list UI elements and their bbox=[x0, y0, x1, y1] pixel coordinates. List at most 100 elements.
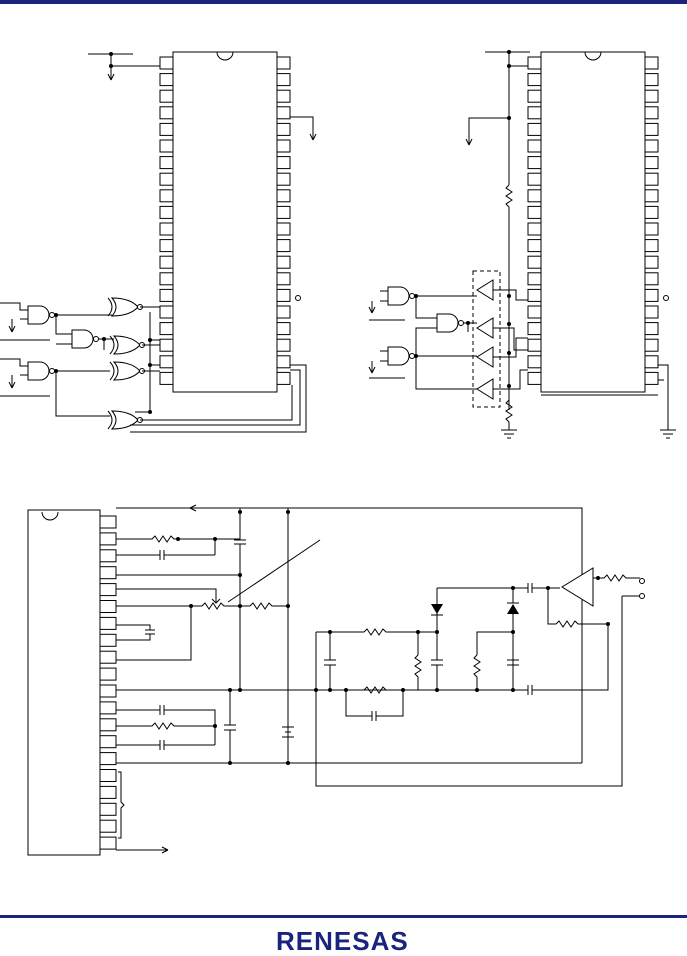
right-ic-left-pin bbox=[527, 272, 542, 286]
battery bbox=[282, 726, 294, 738]
left-ic-right-pin bbox=[276, 189, 291, 203]
right-ic-right-pin bbox=[644, 122, 659, 136]
bottom-ic-body bbox=[27, 509, 101, 856]
bottom-ic-pins bbox=[99, 515, 117, 850]
bottom-ic-pin bbox=[99, 752, 117, 766]
left-ic-left-pin bbox=[159, 222, 174, 236]
bottom-ic-pin bbox=[99, 769, 117, 782]
right-ic-right-pin bbox=[644, 355, 659, 369]
left-ic-right-pin bbox=[276, 56, 291, 70]
left-ic-right-pin bbox=[276, 371, 291, 385]
left-xor-3 bbox=[109, 361, 145, 381]
bottom-ic-pin bbox=[99, 785, 117, 799]
bottom-ic-pin bbox=[99, 802, 117, 816]
right-ic-right-pin bbox=[644, 272, 659, 286]
left-ic-left-pin bbox=[159, 322, 174, 336]
right-ic-right-pin bbox=[644, 371, 659, 385]
bottom-ic-pin bbox=[99, 532, 117, 546]
bottom-ic-pin bbox=[99, 701, 117, 715]
left-ic-left-pin bbox=[159, 255, 174, 269]
buffer-box bbox=[472, 270, 501, 408]
left-ic-left-pin bbox=[159, 139, 174, 153]
right-ic-body bbox=[540, 51, 646, 393]
diode-2 bbox=[507, 604, 519, 614]
right-ic-left-pin bbox=[527, 255, 542, 269]
right-ic-right-pin bbox=[644, 222, 659, 236]
input-resistor-1 bbox=[116, 535, 216, 555]
bottom-ic-pin bbox=[99, 515, 117, 529]
right-ic-left-pin bbox=[527, 73, 542, 87]
right-ic-left-pin bbox=[527, 139, 542, 153]
left-ic-right-pin bbox=[276, 272, 291, 286]
left-ic-left-pin bbox=[159, 355, 174, 369]
bottom-ic-pin bbox=[99, 583, 117, 597]
analog-input-circuit bbox=[27, 504, 645, 856]
pullup-resistor bbox=[505, 184, 513, 300]
left-ic-pins-right bbox=[276, 56, 291, 385]
buffer-2 bbox=[476, 317, 494, 339]
left-ic-left-pin bbox=[159, 338, 174, 352]
left-ic-left-pin bbox=[159, 56, 174, 70]
input-cap-1 bbox=[116, 550, 215, 560]
bottom-ic-pin bbox=[99, 616, 117, 630]
bottom-ic-pin bbox=[99, 684, 117, 698]
footer-rule bbox=[0, 915, 687, 918]
bottom-ic-pin bbox=[99, 549, 117, 563]
left-ic-right-pin bbox=[276, 255, 291, 269]
right-ic-left-pin bbox=[527, 122, 542, 136]
left-ic-left-pin bbox=[159, 172, 174, 186]
bottom-ic-pin bbox=[99, 650, 117, 664]
left-xor-4 bbox=[107, 410, 143, 430]
right-ic-right-pin bbox=[644, 338, 659, 352]
logo-text: RENESAS bbox=[276, 926, 409, 956]
left-gate-1 bbox=[27, 305, 55, 325]
right-ic-right-pin bbox=[644, 89, 659, 103]
right-gate-2 bbox=[436, 313, 464, 333]
left-ic-right-pin bbox=[276, 73, 291, 87]
right-gate-1 bbox=[387, 286, 415, 306]
left-ic-right-pin bbox=[276, 355, 291, 369]
right-ic-right-pin bbox=[644, 322, 659, 336]
left-gate-2 bbox=[27, 361, 55, 381]
potentiometer bbox=[190, 602, 288, 610]
right-ic-left-pin bbox=[527, 189, 542, 203]
right-counter-circuit bbox=[368, 50, 676, 439]
right-ic-left-pin bbox=[527, 89, 542, 103]
right-ic-left-pin bbox=[527, 222, 542, 236]
right-ic-left-pin bbox=[527, 156, 542, 170]
right-ic-right-pin bbox=[644, 288, 659, 302]
bottom-ic-pin bbox=[99, 566, 117, 580]
left-ic-right-pin bbox=[276, 106, 291, 120]
buffer-3 bbox=[476, 346, 494, 368]
right-ic-left-pin bbox=[527, 172, 542, 186]
header-rule bbox=[0, 0, 687, 4]
left-ic-left-pin bbox=[159, 288, 174, 302]
right-ic-right-pin bbox=[644, 205, 659, 219]
right-ic-right-pin bbox=[644, 139, 659, 153]
left-ic-right-pin bbox=[276, 139, 291, 153]
left-ic-left-pin bbox=[159, 156, 174, 170]
left-ic-right-pin bbox=[276, 156, 291, 170]
right-ic-right-pin bbox=[644, 189, 659, 203]
op-amp bbox=[561, 567, 594, 607]
left-ic-left-pin bbox=[159, 189, 174, 203]
diode-1 bbox=[431, 604, 443, 614]
bottom-ic-pin bbox=[99, 667, 117, 681]
buffer-1 bbox=[476, 279, 494, 301]
left-ic-left-pin bbox=[159, 73, 174, 87]
left-ic-right-pin bbox=[276, 222, 291, 236]
right-ic-left-pin bbox=[527, 106, 542, 120]
right-ic-left-pin bbox=[527, 239, 542, 253]
left-ic-right-pin bbox=[276, 89, 291, 103]
left-ic-right-pin bbox=[276, 322, 291, 336]
left-ic-right-pin bbox=[276, 205, 291, 219]
left-ic-left-pin bbox=[159, 371, 174, 385]
right-ic-left-pin bbox=[527, 288, 542, 302]
left-ic-left-pin bbox=[159, 106, 174, 120]
left-ic-body bbox=[172, 51, 278, 393]
left-ic-left-pin bbox=[159, 272, 174, 286]
right-ic-left-pin bbox=[527, 305, 542, 319]
right-ic-right-pin bbox=[644, 156, 659, 170]
left-ic-right-pin bbox=[276, 305, 291, 319]
